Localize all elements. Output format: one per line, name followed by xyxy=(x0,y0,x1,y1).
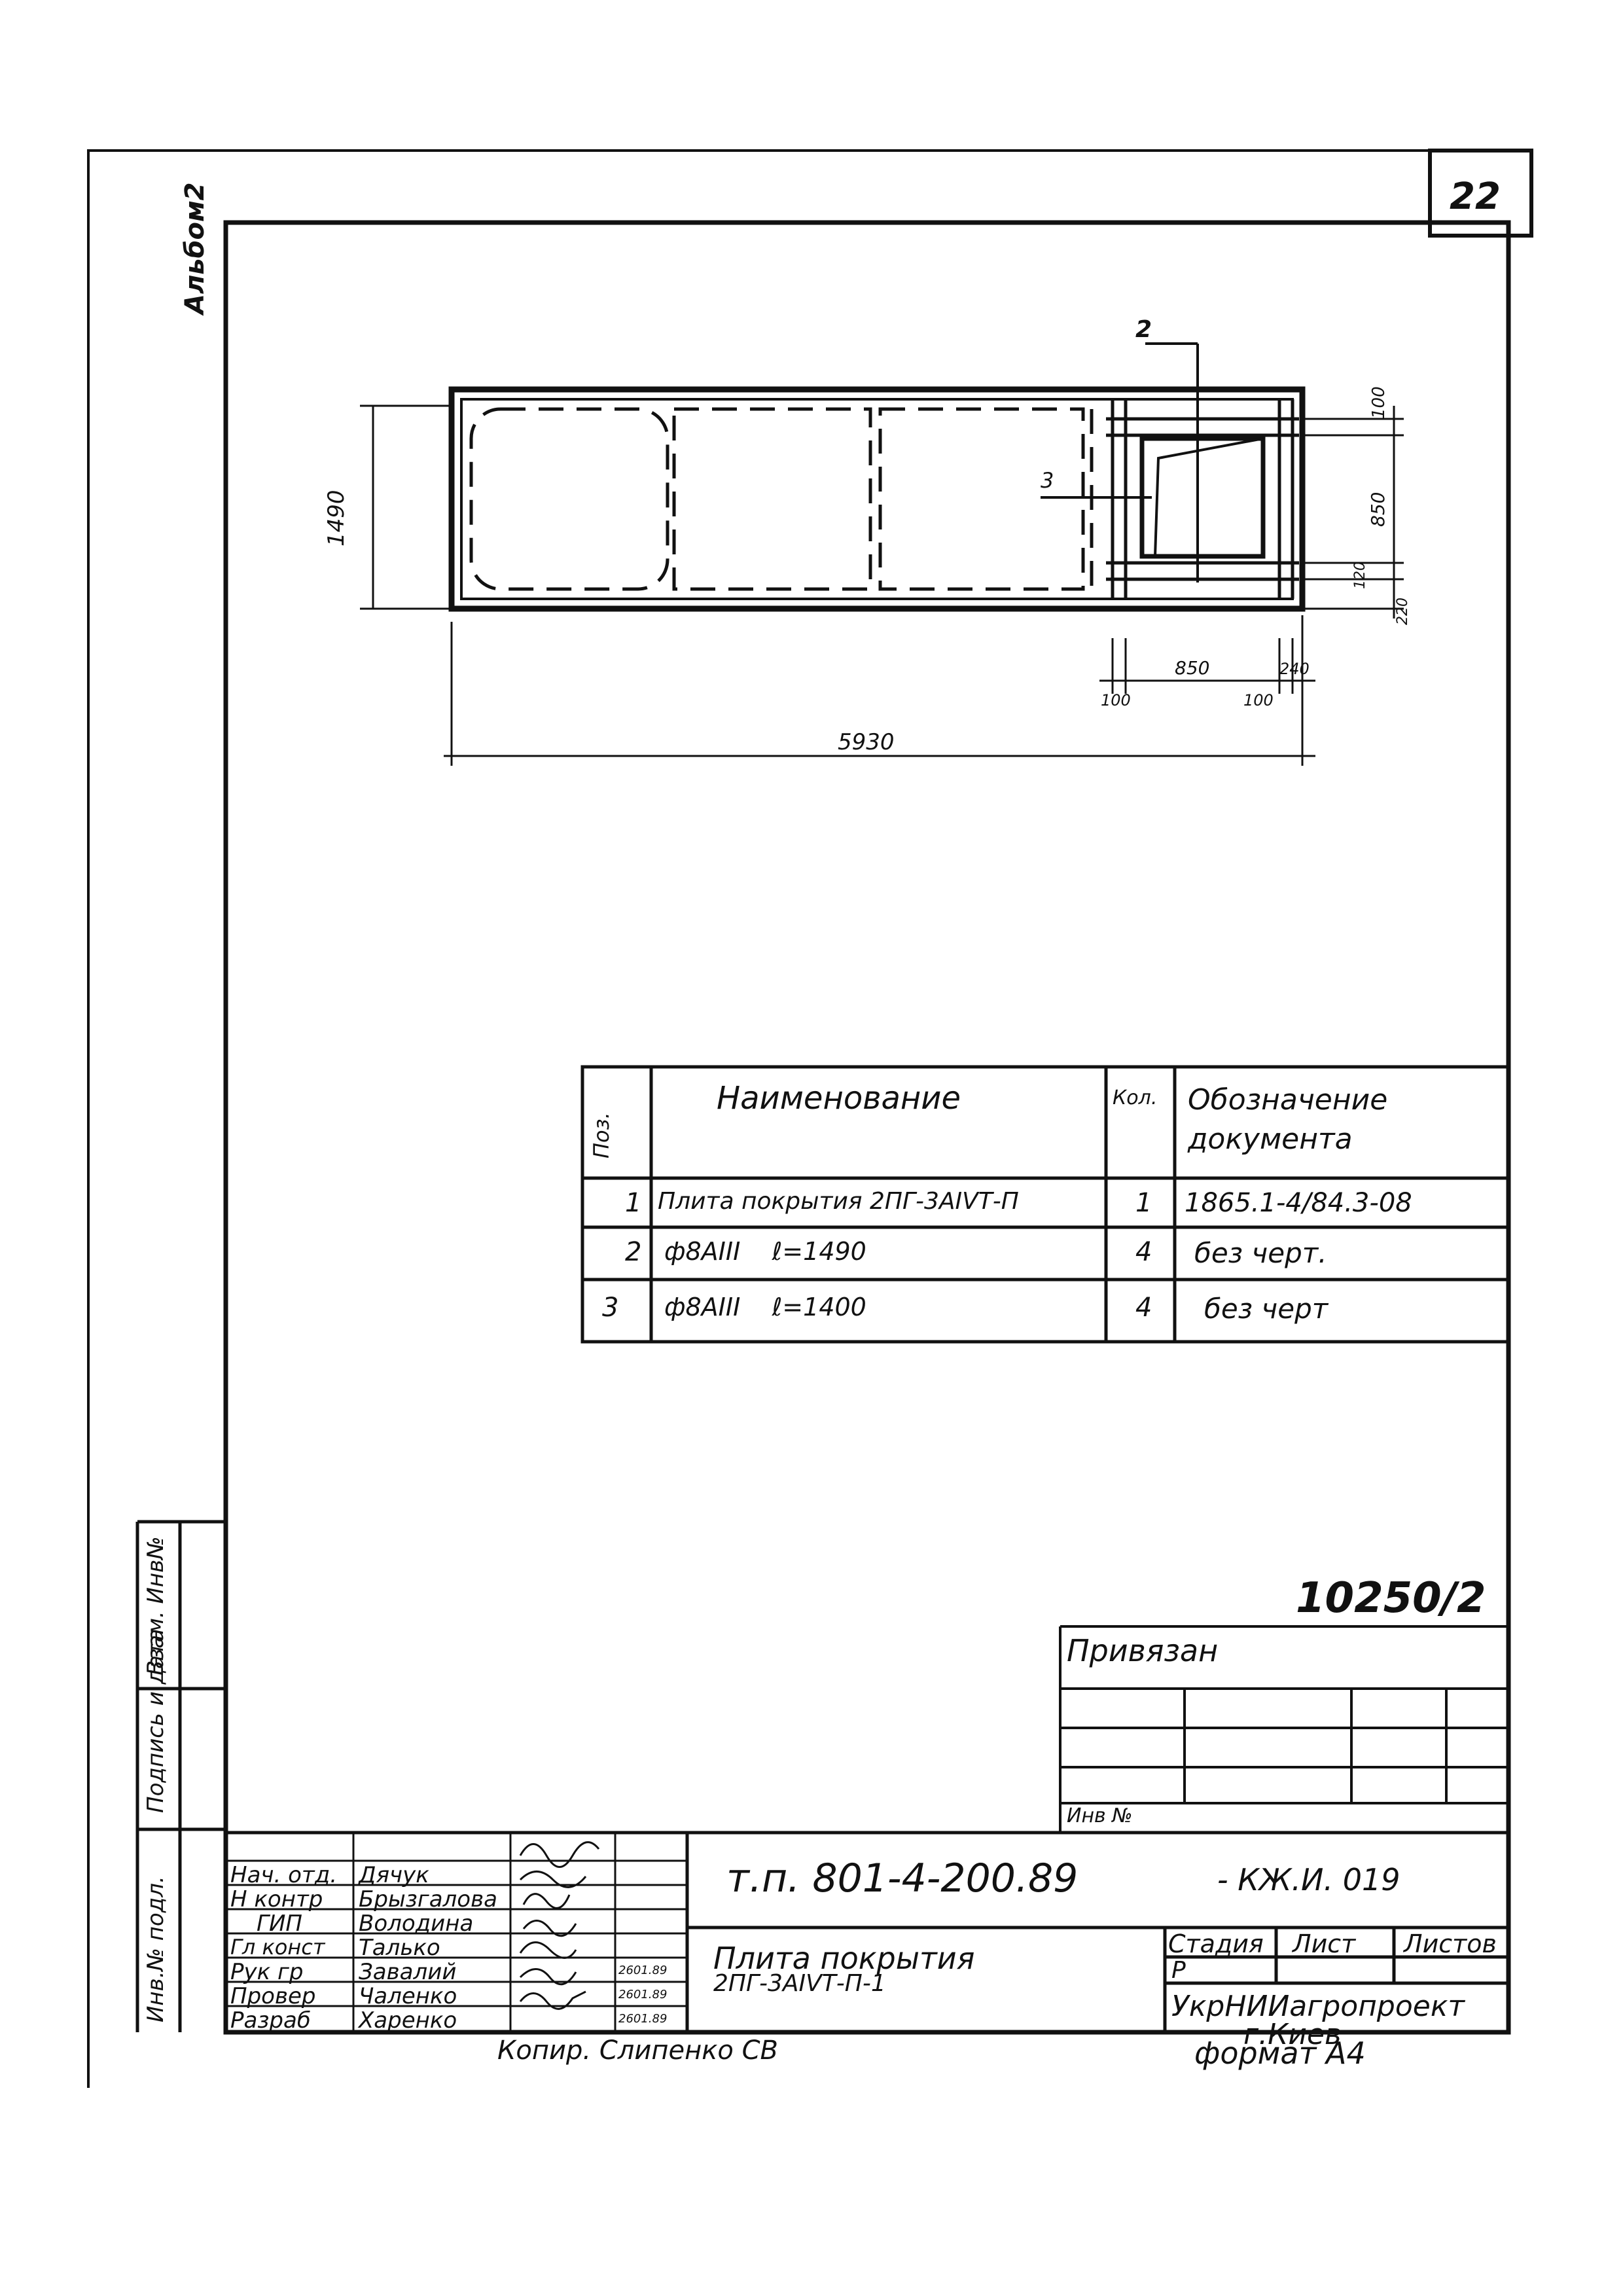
dim-100-bl: 100 xyxy=(1101,691,1131,709)
person-name: Талько xyxy=(359,1935,440,1961)
dashed-cell-1 xyxy=(469,407,669,591)
spec-row-2-name: ф8АIII ℓ=1490 xyxy=(664,1237,866,1266)
title-stage-value: Р xyxy=(1171,1957,1186,1984)
order-number: 10250/2 xyxy=(1296,1574,1486,1623)
spec-row-1-qty: 1 xyxy=(1135,1188,1152,1218)
person-role: Нач. отд. xyxy=(230,1862,338,1888)
person-role: Рук гр xyxy=(230,1959,304,1985)
spec-row-2-pos: 2 xyxy=(625,1237,642,1267)
person-date: 2601.89 xyxy=(618,1988,668,2001)
person-name: Чаленко xyxy=(359,1983,457,2009)
dim-120: 120 xyxy=(1352,562,1368,589)
person-role: Разраб xyxy=(230,2007,311,2034)
dim-height: 1490 xyxy=(323,490,349,547)
signature-mark xyxy=(519,1841,600,1868)
dim-240: 240 xyxy=(1279,660,1310,678)
title-sheets-label: Листов xyxy=(1404,1929,1497,1958)
binding-inv-label: Инв № xyxy=(1067,1804,1133,1827)
title-line-2: 2ПГ-3АIVТ-П-1 xyxy=(713,1970,886,1997)
spec-header-doc-1: Обозначение xyxy=(1188,1083,1388,1117)
copied-by: Копир. Слипенко СВ xyxy=(497,2036,778,2066)
callout-2: 2 xyxy=(1135,316,1152,343)
person-role: Н контр xyxy=(230,1886,323,1912)
spec-row-1-name: Плита покрытия 2ПГ-3АIVТ-П xyxy=(658,1188,1019,1215)
person-name: Харенко xyxy=(359,2007,457,2034)
title-org-2: г.Киев xyxy=(1243,2018,1342,2051)
dim-length: 5930 xyxy=(838,729,895,755)
spec-row-1-pos: 1 xyxy=(625,1188,642,1218)
person-role: ГИП xyxy=(257,1910,302,1937)
person-name: Завалий xyxy=(359,1959,457,1985)
person-name: Володина xyxy=(359,1910,474,1937)
slab-outline xyxy=(448,386,1306,612)
callout-3: 3 xyxy=(1041,468,1054,493)
spec-row-2-qty: 4 xyxy=(1135,1237,1152,1267)
person-name: Дячук xyxy=(359,1862,429,1888)
signature-mark xyxy=(519,1941,577,1959)
spec-header-qty: Кол. xyxy=(1113,1086,1158,1109)
title-stage-label: Стадия xyxy=(1168,1929,1264,1958)
person-name: Брызгалова xyxy=(359,1886,497,1912)
dim-850-bottom: 850 xyxy=(1175,657,1209,679)
title-code: т.п. 801-4-200.89 xyxy=(726,1856,1079,1901)
person-role: Провер xyxy=(230,1983,316,2009)
dim-100-top: 100 xyxy=(1369,386,1389,419)
spec-header-doc-2: документа xyxy=(1188,1122,1353,1156)
spec-row-3-pos: 3 xyxy=(602,1293,619,1323)
spec-row-1-doc: 1865.1-4/84.3-08 xyxy=(1185,1188,1412,1218)
title-sheet-label: Лист xyxy=(1293,1929,1356,1958)
person-date: 2601.89 xyxy=(618,1964,668,1977)
signature-mark xyxy=(522,1893,571,1909)
signature-mark xyxy=(522,1920,577,1937)
dim-850-right: 850 xyxy=(1367,492,1389,527)
spec-row-3-name: ф8АIII ℓ=1400 xyxy=(664,1293,866,1321)
spec-row-3-qty: 4 xyxy=(1135,1293,1152,1323)
sheet-number: 22 xyxy=(1450,175,1501,218)
dim-100-br: 100 xyxy=(1243,691,1274,709)
person-date: 2601.89 xyxy=(618,2012,668,2026)
dashed-cell-2 xyxy=(672,407,872,591)
signature-mark xyxy=(519,1990,586,2010)
outer-frame-line xyxy=(87,149,1430,2088)
binding-title: Привязан xyxy=(1067,1633,1219,1668)
spec-header-name: Наименование xyxy=(717,1080,961,1117)
signature-mark xyxy=(519,1968,577,1986)
format-label: формат А4 xyxy=(1194,2036,1366,2071)
spec-row-3-doc: без черт xyxy=(1204,1293,1329,1325)
person-role: Гл конст xyxy=(230,1935,325,1960)
title-line-1: Плита покрытия xyxy=(713,1941,975,1976)
signature-mark xyxy=(519,1871,587,1888)
title-org-1: УкрНИИагропроект xyxy=(1171,1990,1465,2023)
title-code-suffix: - КЖ.И. 019 xyxy=(1217,1862,1400,1897)
spec-row-2-doc: без черт. xyxy=(1194,1237,1327,1269)
dim-220: 220 xyxy=(1395,598,1411,625)
sheet-number-box xyxy=(1428,149,1533,238)
spec-table-frame xyxy=(580,1065,1510,1344)
